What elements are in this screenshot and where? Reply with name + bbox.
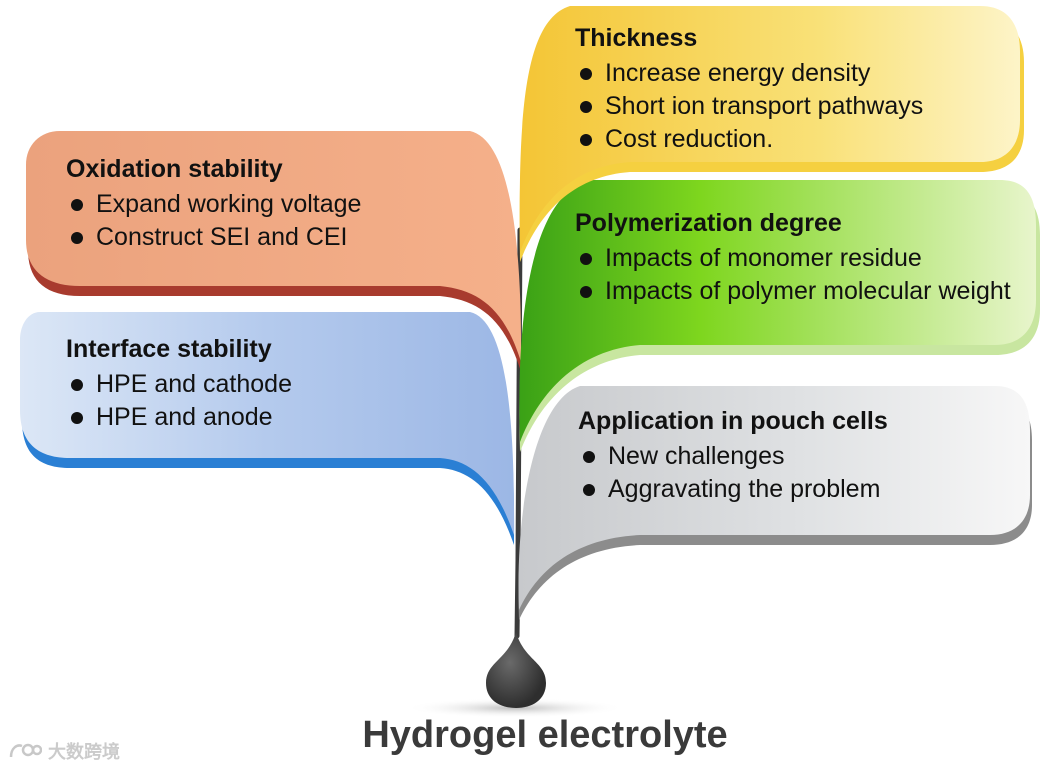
list-item: Impacts of monomer residue bbox=[575, 242, 1025, 275]
list-item: Cost reduction. bbox=[575, 123, 1015, 156]
root-label: Hydrogel electrolyte bbox=[0, 712, 1058, 758]
branch-oxidation-stability: Oxidation stability Expand working volta… bbox=[66, 154, 506, 254]
list-item: HPE and anode bbox=[66, 401, 506, 434]
branch-polymerization-degree: Polymerization degree Impacts of monomer… bbox=[575, 208, 1025, 308]
list-item: Aggravating the problem bbox=[578, 473, 1018, 506]
list-item: Increase energy density bbox=[575, 57, 1015, 90]
list-item: Construct SEI and CEI bbox=[66, 221, 506, 254]
watermark-text: 大数跨境 bbox=[48, 738, 120, 764]
branch-title: Interface stability bbox=[66, 334, 506, 364]
branch-title: Application in pouch cells bbox=[578, 406, 1018, 436]
branch-pouch-cells: Application in pouch cells New challenge… bbox=[578, 406, 1018, 506]
list-item: Impacts of polymer molecular weight bbox=[575, 275, 1025, 308]
sd-logo-icon bbox=[8, 740, 42, 762]
list-item: New challenges bbox=[578, 440, 1018, 473]
list-item: Expand working voltage bbox=[66, 188, 506, 221]
list-item: Short ion transport pathways bbox=[575, 90, 1015, 123]
drop-icon bbox=[486, 632, 546, 708]
branch-title: Polymerization degree bbox=[575, 208, 1025, 238]
watermark: 大数跨境 bbox=[8, 736, 148, 766]
branch-thickness: Thickness Increase energy density Short … bbox=[575, 23, 1015, 156]
branch-interface-stability: Interface stability HPE and cathode HPE … bbox=[66, 334, 506, 434]
branch-title: Oxidation stability bbox=[66, 154, 506, 184]
list-item: HPE and cathode bbox=[66, 368, 506, 401]
branch-title: Thickness bbox=[575, 23, 1015, 53]
